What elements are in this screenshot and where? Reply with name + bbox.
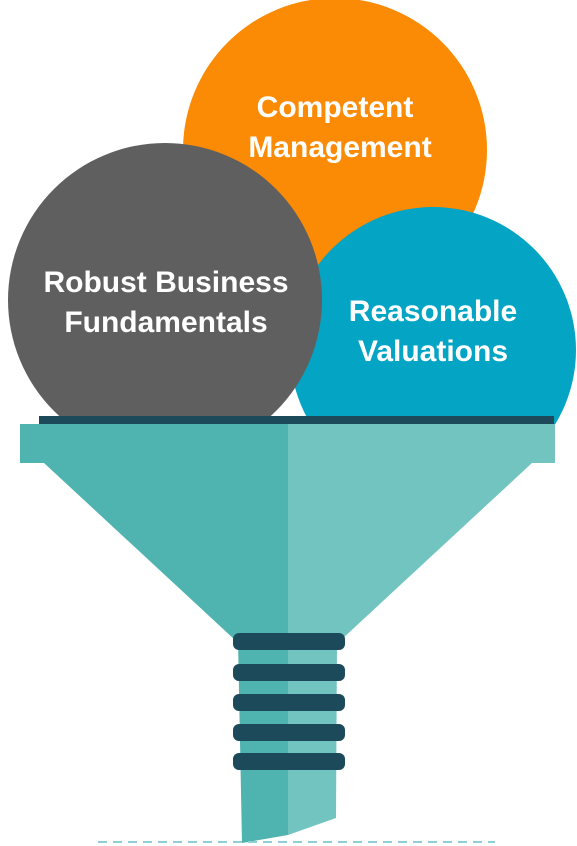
funnel-rim-line [39, 416, 554, 424]
reasonable-valuations-label-line1: Reasonable [349, 295, 517, 328]
competent-management-label-line1: Competent [257, 91, 414, 124]
stem-ring [233, 753, 345, 770]
funnel-cone-right [288, 463, 532, 640]
funnel-rim-left [20, 424, 288, 463]
robust-business-fundamentals-circle [8, 143, 322, 457]
reasonable-valuations-label-line2: Valuations [358, 335, 508, 368]
competent-management-label-line2: Management [248, 131, 431, 164]
funnel-stem-left [238, 640, 288, 843]
funnel-stem-rings [233, 633, 345, 770]
stem-ring [233, 724, 345, 741]
robust-business-fundamentals-bubble: Robust Business Fundamentals [8, 143, 322, 457]
stem-ring [233, 633, 345, 650]
funnel-cone-left [44, 463, 288, 640]
stem-ring [233, 664, 345, 681]
funnel-rim-right [288, 424, 555, 463]
robust-business-fundamentals-label-line1: Robust Business [43, 266, 288, 299]
stem-ring [233, 694, 345, 711]
robust-business-fundamentals-label-line2: Fundamentals [64, 306, 267, 339]
